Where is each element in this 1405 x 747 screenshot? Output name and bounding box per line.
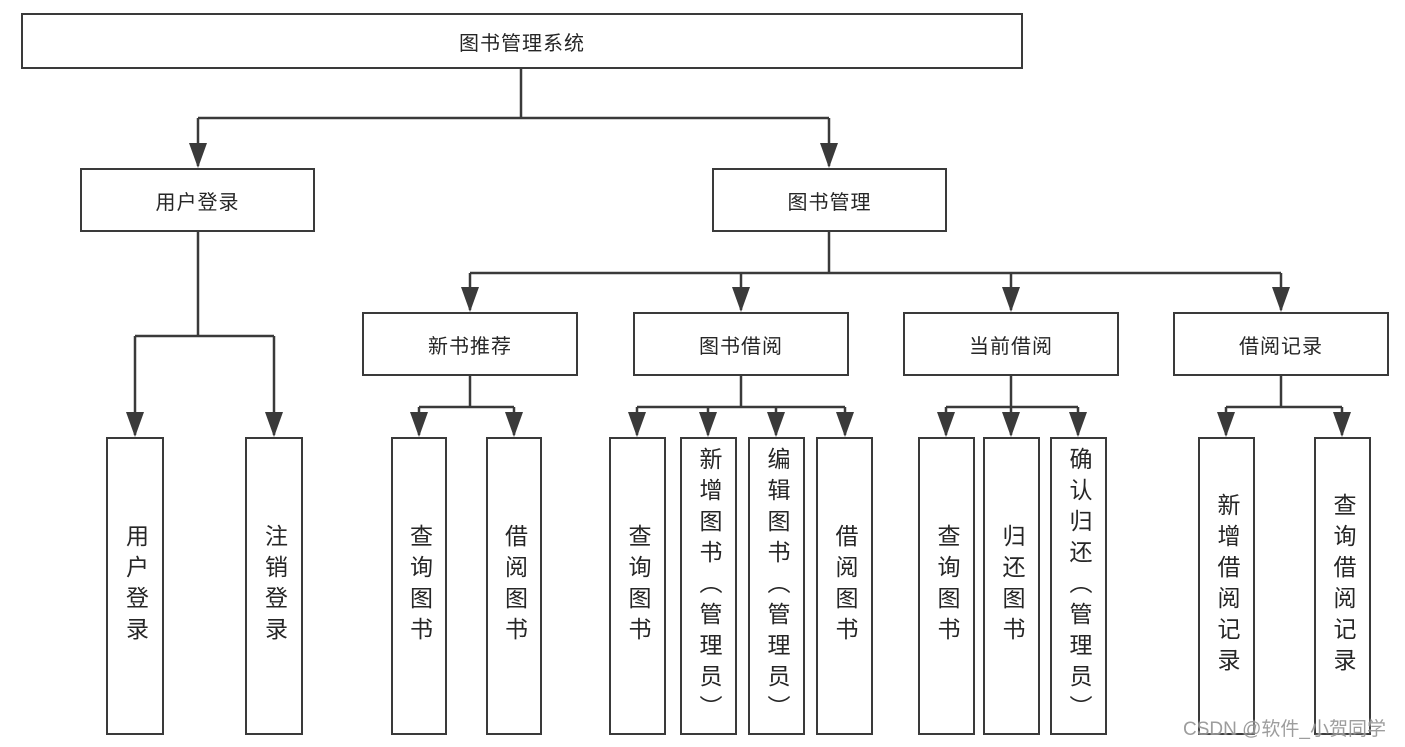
node-book-management: 图书管理	[712, 168, 947, 232]
leaf-add-borrow-record: 新增借阅记录	[1198, 437, 1255, 735]
arrowhead	[189, 143, 207, 168]
arrowhead	[699, 412, 717, 437]
arrowhead	[505, 412, 523, 437]
arrowhead	[767, 412, 785, 437]
arrowhead	[461, 287, 479, 312]
node-current-borrow: 当前借阅	[903, 312, 1119, 376]
arrowhead	[1217, 412, 1235, 437]
arrowhead	[1333, 412, 1351, 437]
connector-book-mgmt-to-level3	[461, 232, 1290, 312]
arrowhead	[1069, 412, 1087, 437]
arrowhead	[820, 143, 838, 168]
arrowhead	[126, 412, 144, 437]
leaf-add-book-admin: 新增图书（管理员）	[680, 437, 737, 735]
arrowhead	[1002, 287, 1020, 312]
connector-new-book-group	[410, 376, 523, 437]
connector-root-to-level2	[189, 69, 838, 168]
csdn-watermark: CSDN @软件_小贺同学	[1183, 719, 1386, 740]
node-new-book-recommend: 新书推荐	[362, 312, 578, 376]
leaf-logout: 注销登录	[245, 437, 303, 735]
leaf-borrow-book-recommend: 借阅图书	[486, 437, 542, 735]
arrowhead	[265, 412, 283, 437]
arrowhead	[410, 412, 428, 437]
connector-book-borrow-group	[628, 376, 854, 437]
node-book-borrow: 图书借阅	[633, 312, 849, 376]
arrowhead	[836, 412, 854, 437]
leaf-return-book: 归还图书	[983, 437, 1040, 735]
leaf-user-login: 用户登录	[106, 437, 164, 735]
connector-user-login-group	[126, 232, 283, 437]
leaf-query-borrow-record: 查询借阅记录	[1314, 437, 1371, 735]
leaf-edit-book-admin: 编辑图书（管理员）	[748, 437, 805, 735]
connector-current-borrow-group	[937, 376, 1087, 437]
arrowhead	[628, 412, 646, 437]
leaf-query-book-current: 查询图书	[918, 437, 975, 735]
leaf-borrow-book: 借阅图书	[816, 437, 873, 735]
node-user-login: 用户登录	[80, 168, 315, 232]
leaf-confirm-return-admin: 确认归还（管理员）	[1050, 437, 1107, 735]
arrowhead	[1002, 412, 1020, 437]
connector-borrow-record-group	[1217, 376, 1351, 437]
node-borrow-record: 借阅记录	[1173, 312, 1389, 376]
leaf-query-book-borrow: 查询图书	[609, 437, 666, 735]
node-root-library-system: 图书管理系统	[21, 13, 1023, 69]
leaf-query-book-recommend: 查询图书	[391, 437, 447, 735]
arrowhead	[1272, 287, 1290, 312]
arrowhead	[732, 287, 750, 312]
arrowhead	[937, 412, 955, 437]
